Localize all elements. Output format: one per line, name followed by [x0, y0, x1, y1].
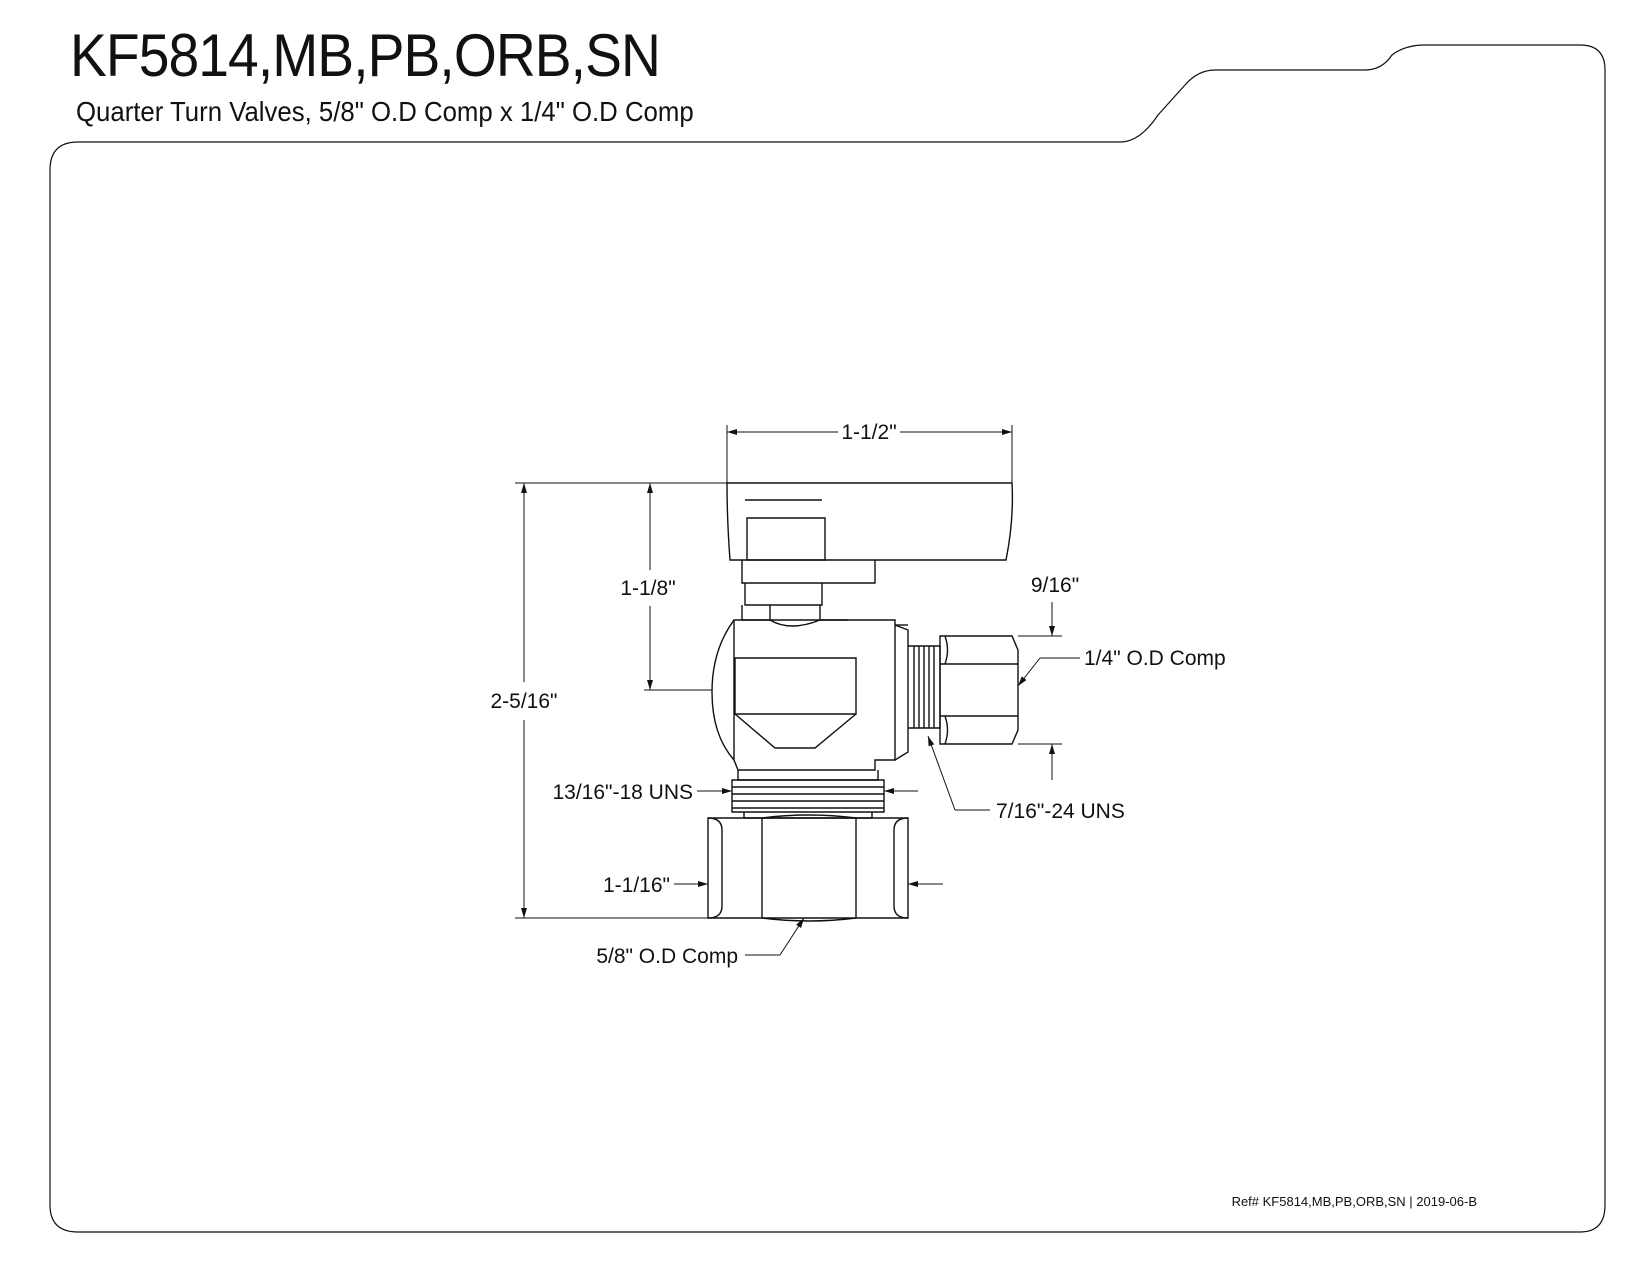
dim-overall-height: 2-5/16"	[491, 690, 558, 713]
valve-handle	[726, 482, 1014, 561]
callout-inlet-thread: 13/16"-18 UNS	[552, 781, 693, 804]
callout-inlet-comp: 5/8" O.D Comp	[596, 945, 738, 968]
inlet-thread	[731, 770, 885, 819]
valve-stem	[741, 560, 876, 584]
inlet-nut	[707, 814, 909, 922]
valve-body	[733, 619, 896, 771]
page-title: KF5814,MB,PB,ORB,SN	[70, 22, 661, 89]
callout-outlet-comp: 1/4" O.D Comp	[1084, 647, 1226, 670]
dim-outlet-nut: 9/16"	[1031, 574, 1079, 597]
page-subtitle: Quarter Turn Valves, 5/8" O.D Comp x 1/4…	[76, 96, 694, 127]
sheet-border	[49, 44, 1606, 1233]
callout-outlet-thread: 7/16"-24 UNS	[996, 800, 1125, 823]
dim-handle-to-center: 1-1/8"	[620, 577, 675, 600]
reference-number: Ref# KF5814,MB,PB,ORB,SN | 2019-06-B	[1231, 1194, 1477, 1209]
outlet-nut	[939, 635, 1019, 745]
valve-drawing	[707, 482, 1019, 922]
dim-handle-width: 1-1/2"	[841, 421, 896, 444]
dimension-lines	[515, 425, 1080, 956]
outlet-thread	[908, 645, 941, 729]
dim-inlet-nut: 1-1/16"	[603, 874, 670, 897]
